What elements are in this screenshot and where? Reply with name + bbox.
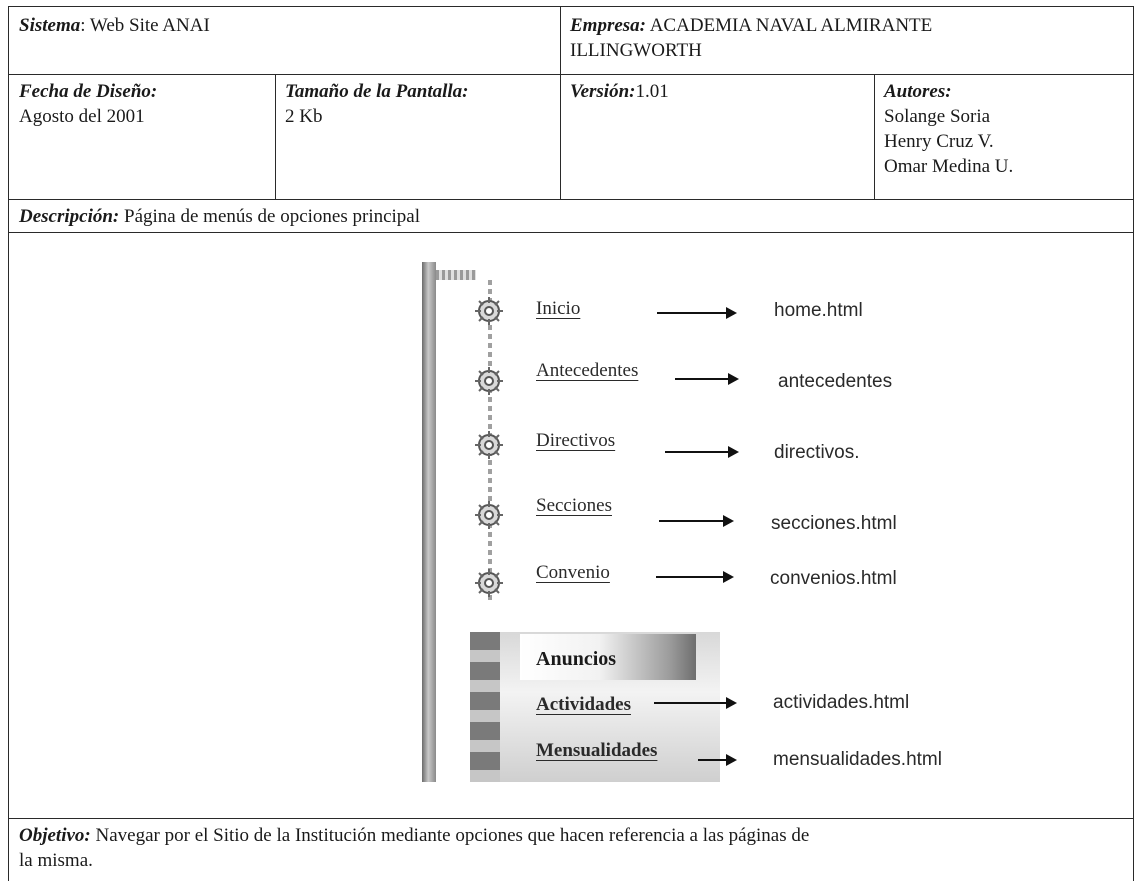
autor-name: Omar Medina U. <box>884 156 1014 177</box>
autor-name: Henry Cruz V. <box>884 131 994 152</box>
anuncios-banner <box>520 634 696 680</box>
menu-link-mensualidades[interactable]: Mensualidades <box>536 740 658 761</box>
table-divider-objective <box>8 818 1134 819</box>
anuncios-heading: Anuncios <box>536 648 617 670</box>
empresa-value: ACADEMIA NAVAL ALMIRANTE <box>646 15 933 36</box>
objetivo-label: Objetivo: <box>19 825 91 846</box>
menu-link-antecedentes[interactable]: Antecedentes <box>536 360 639 381</box>
version-label: Versión: <box>570 81 636 102</box>
empresa-label: Empresa: <box>570 15 646 36</box>
menu-bar-cap <box>436 270 476 280</box>
menu-link-convenio[interactable]: Convenio <box>536 562 610 583</box>
ship-wheel-icon <box>475 501 503 529</box>
autores-label: Autores: <box>884 81 952 102</box>
descripcion-value: Página de menús de opciones principal <box>119 206 421 227</box>
table-border-left <box>8 6 9 881</box>
table-divider-col-autores <box>874 74 875 199</box>
version-value: 1.01 <box>635 81 669 102</box>
target-page: convenios.html <box>770 568 897 589</box>
fecha-value: Agosto del 2001 <box>19 106 145 127</box>
table-divider-header <box>8 74 1134 75</box>
ship-wheel-icon <box>475 569 503 597</box>
arrow-antecedentes <box>675 373 739 385</box>
ship-wheel-icon <box>475 297 503 325</box>
menu-side-bar <box>422 262 436 782</box>
descripcion-cell: Descripción: Página de menús de opciones… <box>19 204 420 229</box>
target-page: secciones.html <box>771 513 897 534</box>
ship-wheel-icon <box>475 367 503 395</box>
objetivo-cell: Objetivo: Navegar por el Sitio de la Ins… <box>19 823 1129 873</box>
objetivo-value-line2: la misma. <box>19 850 93 871</box>
sistema-cell: Sistema: Web Site ANAI <box>19 13 210 38</box>
menu-link-actividades[interactable]: Actividades <box>536 694 631 715</box>
autores-cell: Autores: Solange Soria Henry Cruz V. Oma… <box>884 79 1013 179</box>
arrow-actividades <box>654 697 737 709</box>
target-page: mensualidades.html <box>773 749 942 770</box>
descripcion-label: Descripción: <box>19 206 120 227</box>
empresa-value-line2: ILLINGWORTH <box>570 40 702 61</box>
autor-name: Solange Soria <box>884 106 991 127</box>
table-divider-description <box>8 232 1134 233</box>
sistema-value: : Web Site ANAI <box>80 15 210 36</box>
submenu-strip <box>470 632 500 782</box>
empresa-cell: Empresa: ACADEMIA NAVAL ALMIRANTE ILLING… <box>570 13 1125 63</box>
target-page: directivos. <box>774 442 860 463</box>
menu-illustration: Inicio Antecedentes Directivos Secciones… <box>420 262 720 782</box>
target-page: antecedentes <box>778 371 893 392</box>
tamano-value: 2 Kb <box>285 106 323 127</box>
tamano-cell: Tamaño de la Pantalla: 2 Kb <box>285 79 469 129</box>
arrow-convenio <box>656 571 734 583</box>
target-page: home.html <box>774 300 863 321</box>
table-border-top <box>8 6 1134 7</box>
objetivo-value: Navegar por el Sitio de la Institución m… <box>90 825 810 846</box>
version-cell: Versión:1.01 <box>570 79 669 104</box>
tamano-label: Tamaño de la Pantalla: <box>285 81 469 102</box>
arrow-secciones <box>659 515 734 527</box>
menu-link-inicio[interactable]: Inicio <box>536 298 581 319</box>
arrow-mensualidades <box>698 754 737 766</box>
fecha-cell: Fecha de Diseño: Agosto del 2001 <box>19 79 157 129</box>
table-divider-info <box>8 199 1134 200</box>
target-page: actividades.html <box>773 692 910 713</box>
menu-link-directivos[interactable]: Directivos <box>536 430 616 451</box>
ship-wheel-icon <box>475 431 503 459</box>
arrow-directivos <box>665 446 739 458</box>
arrow-inicio <box>657 307 737 319</box>
fecha-label: Fecha de Diseño: <box>19 81 158 102</box>
menu-link-secciones[interactable]: Secciones <box>536 495 612 516</box>
sistema-label: Sistema <box>19 15 81 36</box>
table-divider-col-empresa <box>560 6 561 199</box>
table-divider-col-tamano <box>275 74 276 199</box>
